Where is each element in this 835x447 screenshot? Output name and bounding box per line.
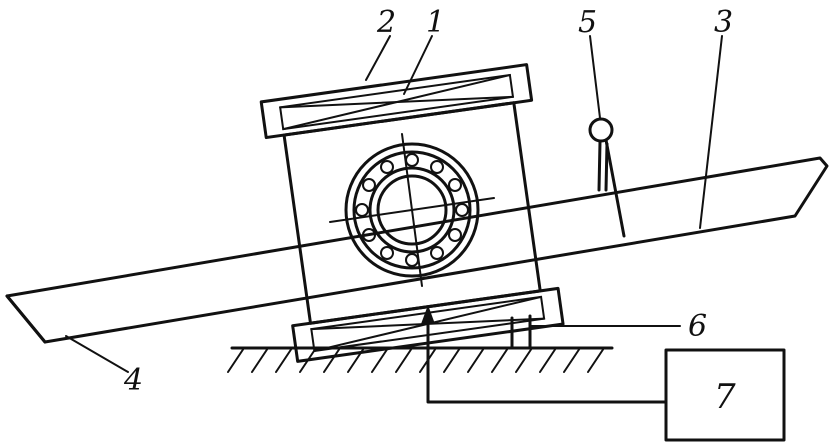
ground bbox=[227, 346, 614, 373]
label-7: 7 bbox=[714, 377, 736, 417]
label-2: 2 bbox=[376, 5, 396, 40]
sensor bbox=[588, 117, 626, 238]
load-arrow bbox=[421, 305, 668, 404]
bearing bbox=[329, 133, 495, 287]
controller-box bbox=[664, 348, 786, 442]
lever-beam bbox=[5, 156, 829, 344]
label-3: 3 bbox=[714, 5, 733, 40]
leader-lines bbox=[65, 35, 723, 373]
label-6: 6 bbox=[688, 309, 707, 344]
label-5: 5 bbox=[578, 5, 597, 40]
label-1: 1 bbox=[426, 5, 445, 40]
label-4: 4 bbox=[123, 363, 143, 398]
